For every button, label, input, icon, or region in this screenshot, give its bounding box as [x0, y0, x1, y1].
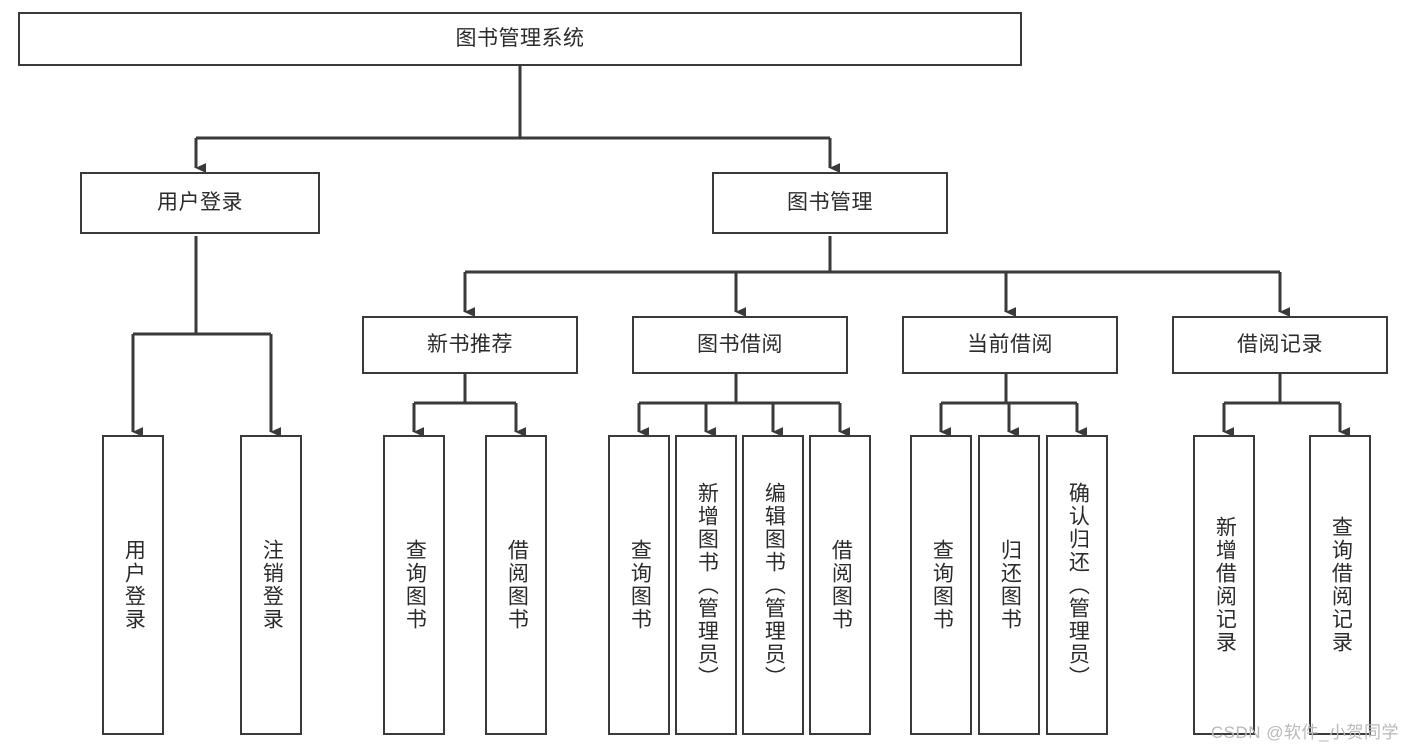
node-label: 借阅记录 [1237, 333, 1323, 357]
leaf-current-confirm-return-admin[interactable]: 确认归还（管理员） [1046, 435, 1108, 735]
leaf-user-login-login[interactable]: 用户登录 [102, 435, 164, 735]
node-label: 用户登录 [122, 539, 146, 631]
node-label: 查询图书 [403, 539, 427, 631]
node-label: 查询图书 [930, 539, 954, 631]
node-label: 图书管理 [787, 191, 873, 215]
leaf-borrow-add-book-admin[interactable]: 新增图书（管理员） [675, 435, 737, 735]
node-label: 新书推荐 [427, 333, 513, 357]
node-label: 查询图书 [628, 539, 652, 631]
leaf-borrow-query-books[interactable]: 查询图书 [608, 435, 670, 735]
node-book-management[interactable]: 图书管理 [712, 172, 948, 234]
node-label: 当前借阅 [967, 333, 1053, 357]
node-label: 用户登录 [157, 191, 243, 215]
leaf-current-return-books[interactable]: 归还图书 [978, 435, 1040, 735]
watermark: CSDN @软件_小贺同学 [1210, 723, 1399, 742]
node-label: 归还图书 [998, 539, 1022, 631]
node-book-borrowing[interactable]: 图书借阅 [632, 316, 848, 374]
node-label: 新增图书（管理员） [695, 481, 719, 689]
node-label: 借阅图书 [829, 539, 853, 631]
node-label: 新增借阅记录 [1213, 516, 1237, 654]
node-label: 注销登录 [260, 539, 284, 631]
node-label: 图书管理系统 [455, 27, 585, 51]
node-label: 编辑图书（管理员） [762, 481, 786, 689]
leaf-borrow-borrow-books[interactable]: 借阅图书 [809, 435, 871, 735]
leaf-borrow-edit-book-admin[interactable]: 编辑图书（管理员） [742, 435, 804, 735]
node-user-login[interactable]: 用户登录 [80, 172, 320, 234]
node-new-book-recommendation[interactable]: 新书推荐 [362, 316, 578, 374]
node-root-book-management-system[interactable]: 图书管理系统 [18, 12, 1022, 66]
leaf-user-login-logout[interactable]: 注销登录 [240, 435, 302, 735]
leaf-new-book-borrow-books[interactable]: 借阅图书 [485, 435, 547, 735]
node-label: 查询借阅记录 [1329, 516, 1353, 654]
node-label: 借阅图书 [505, 539, 529, 631]
node-label: 确认归还（管理员） [1066, 481, 1090, 689]
node-label: 图书借阅 [697, 333, 783, 357]
node-current-borrowing[interactable]: 当前借阅 [902, 316, 1118, 374]
leaf-record-add-borrow-record[interactable]: 新增借阅记录 [1193, 435, 1255, 735]
leaf-current-query-books[interactable]: 查询图书 [910, 435, 972, 735]
leaf-record-query-borrow-record[interactable]: 查询借阅记录 [1309, 435, 1371, 735]
leaf-new-book-query-books[interactable]: 查询图书 [383, 435, 445, 735]
node-borrowing-record[interactable]: 借阅记录 [1172, 316, 1388, 374]
